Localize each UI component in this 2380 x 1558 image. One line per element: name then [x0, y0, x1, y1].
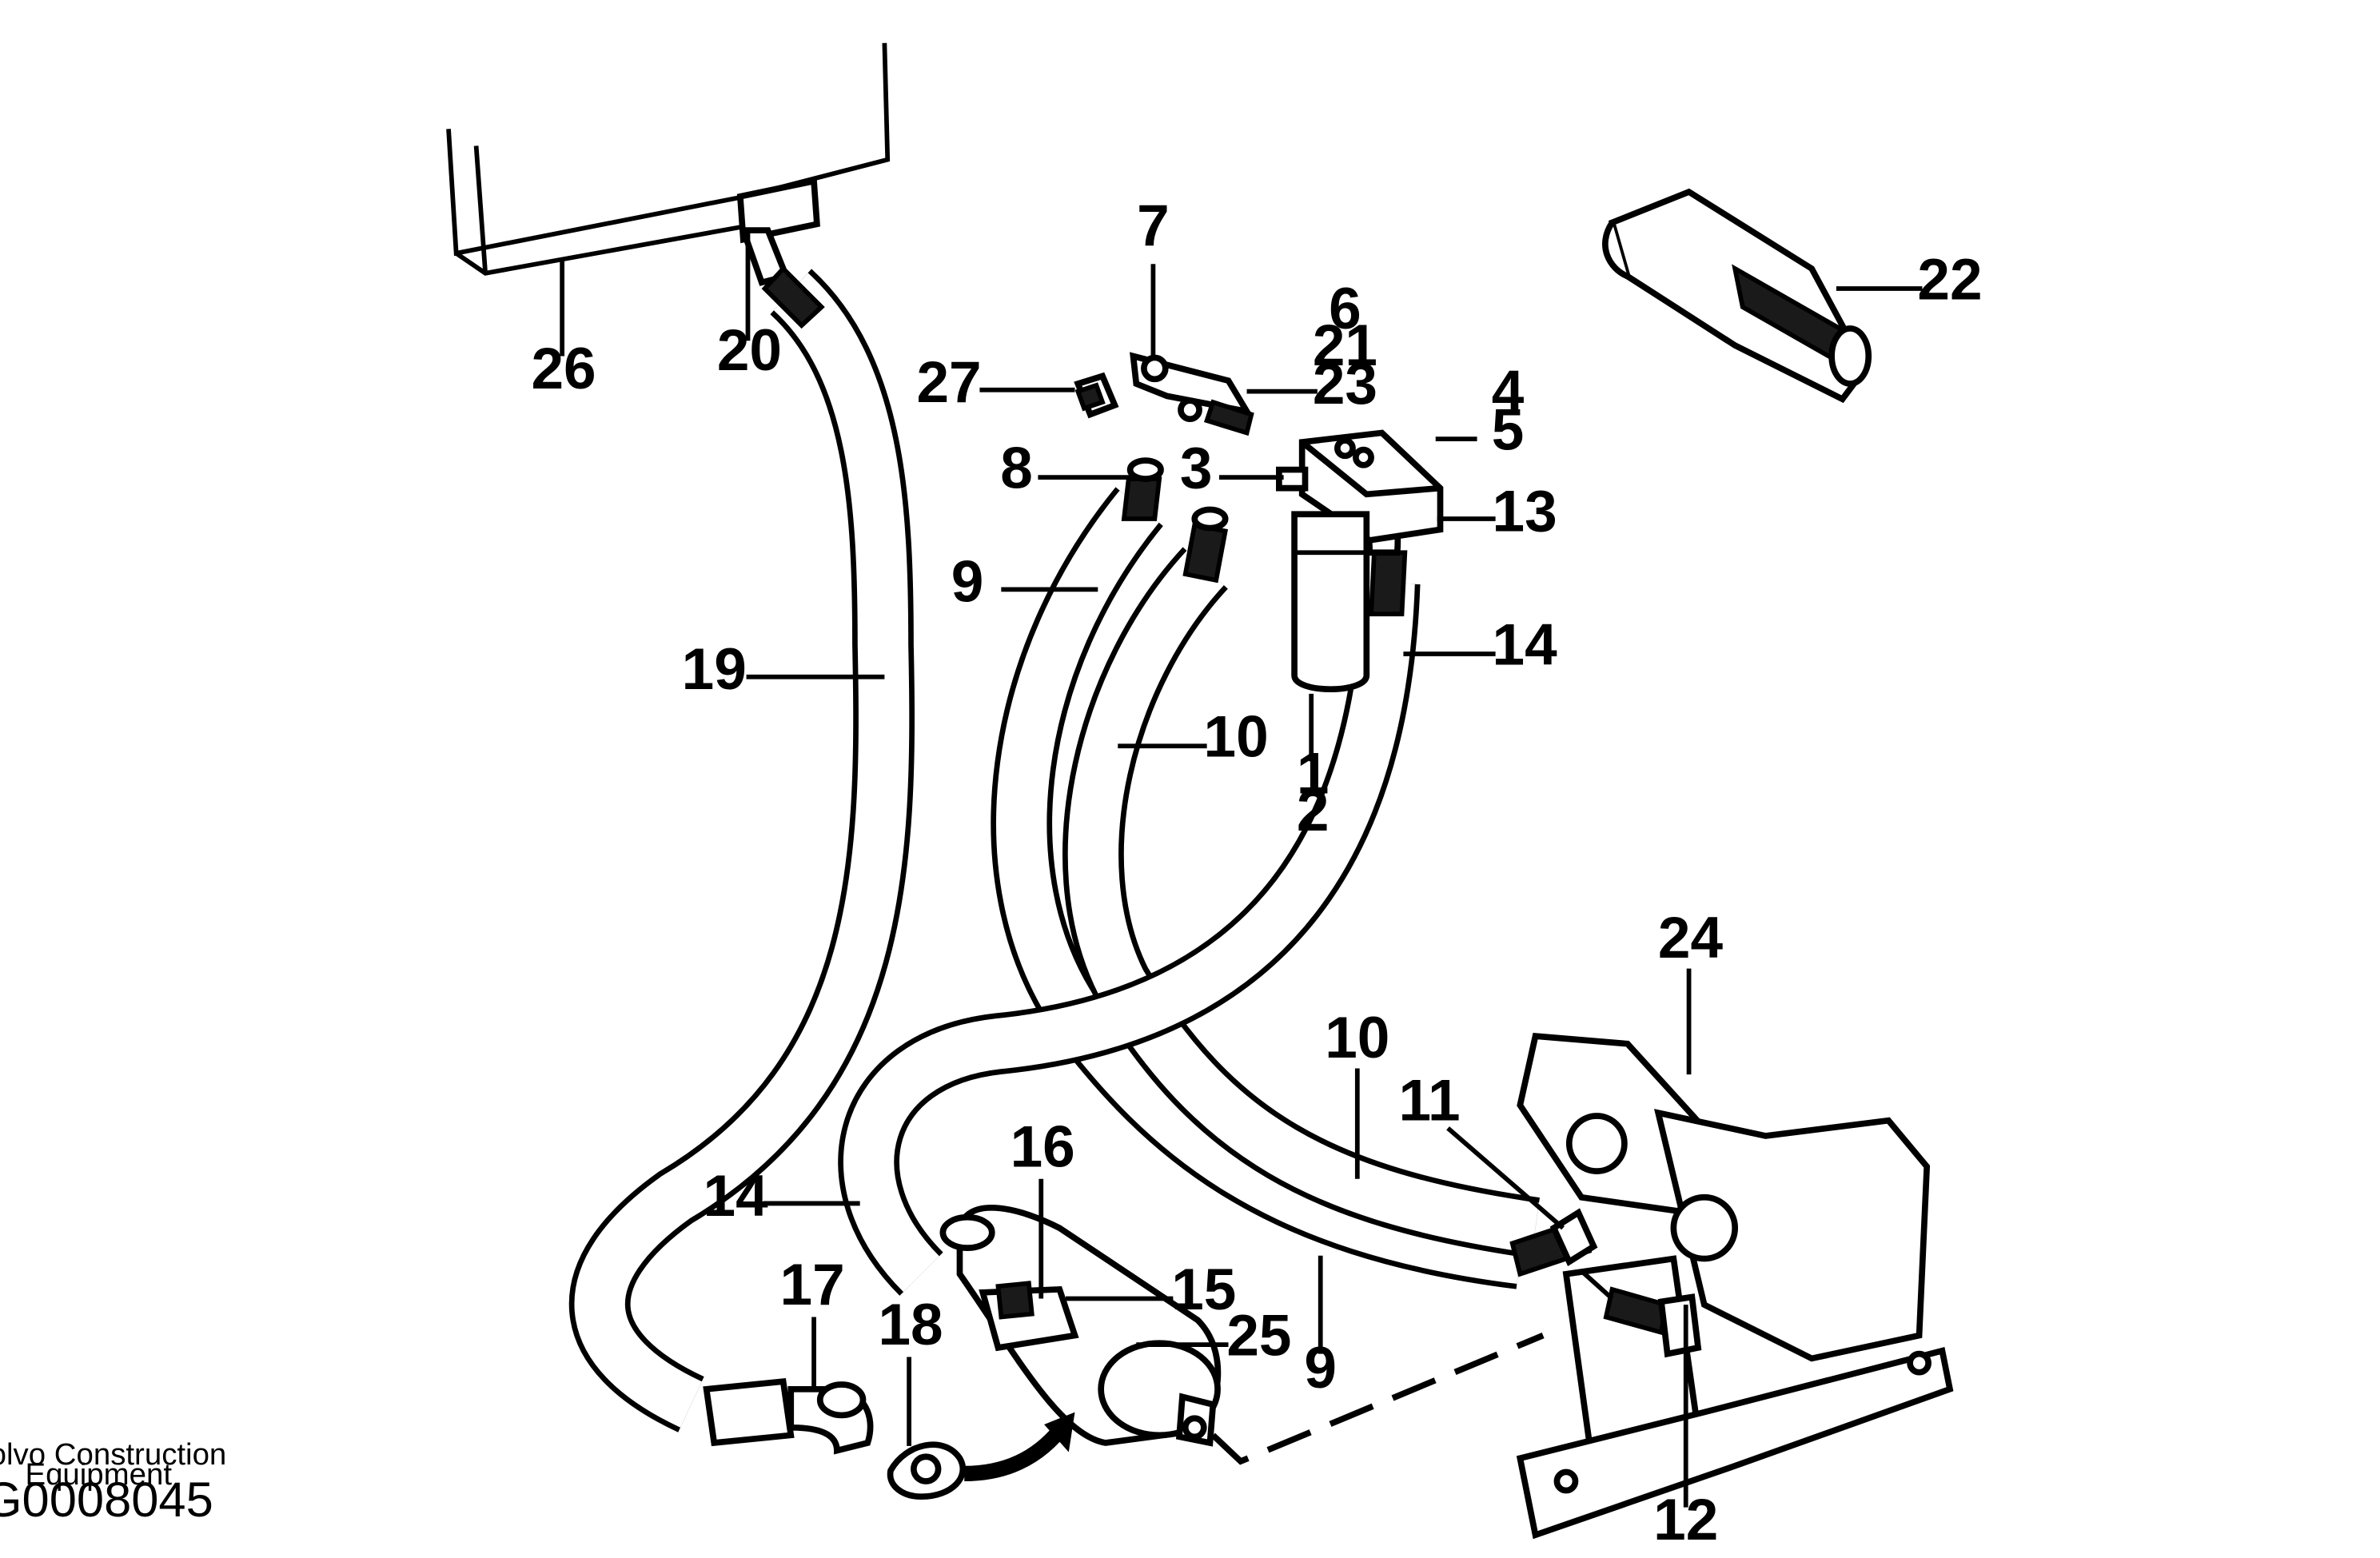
callout-18: 18 — [878, 1293, 943, 1357]
callout-17: 17 — [780, 1253, 845, 1317]
pump-24 — [1516, 1033, 1954, 1540]
fitting-11 — [1509, 1208, 1598, 1277]
credit-line-1: Volvo Construction — [0, 1437, 226, 1472]
filter-assembly — [1276, 429, 1444, 693]
callout-14-lower: 14 — [704, 1164, 769, 1229]
callout-22: 22 — [1917, 247, 1982, 312]
tank-fitting — [736, 177, 820, 286]
callout-4: 4 — [1492, 360, 1525, 424]
hose-14 — [838, 484, 1421, 1296]
plug-27 — [1074, 372, 1119, 419]
assembly-arrow — [964, 1412, 1075, 1481]
callout-14-top: 14 — [1493, 612, 1558, 677]
callout-9-top: 9 — [951, 550, 984, 615]
callout-9-lower: 9 — [1304, 1336, 1337, 1401]
callout-10-mid: 10 — [1204, 705, 1269, 770]
callout-12: 12 — [1653, 1488, 1718, 1552]
credit-line-2: Equipment — [25, 1457, 172, 1492]
fitting-12 — [1580, 1269, 1702, 1358]
callout-5: 5 — [1492, 398, 1525, 463]
callout-1: 1 — [1297, 742, 1330, 807]
callout-16: 16 — [1011, 1114, 1075, 1179]
callout-23: 23 — [1313, 352, 1377, 416]
callout-20: 20 — [717, 318, 782, 383]
hose-10 — [1062, 506, 1540, 1259]
leader-lines — [560, 230, 1923, 1508]
valve-25 — [939, 1204, 1222, 1447]
footer: Volvo Construction Equipment G0008045 — [0, 1437, 226, 1528]
callout-2: 2 — [1297, 779, 1330, 843]
tank — [446, 42, 891, 276]
drawing-code: G0008045 — [0, 1472, 213, 1528]
callout-labels: 26 20 19 27 7 6 21 23 4 5 8 3 13 9 14 10… — [531, 193, 1982, 1552]
clamp-18 — [887, 1441, 967, 1500]
callout-27: 27 — [916, 350, 981, 415]
elbow-fitting-17 — [703, 1377, 874, 1455]
callout-26: 26 — [531, 337, 596, 401]
hose-19 — [568, 265, 925, 1432]
callout-21: 21 — [1313, 313, 1377, 378]
callout-15: 15 — [1171, 1257, 1236, 1322]
callout-13: 13 — [1493, 479, 1557, 544]
dashed-connection-line — [1210, 1333, 1545, 1465]
quick-coupler-22 — [1602, 188, 1872, 404]
callout-8: 8 — [1000, 436, 1033, 501]
callout-6: 6 — [1329, 277, 1361, 341]
callout-11: 11 — [1398, 1069, 1460, 1134]
callout-24: 24 — [1658, 906, 1724, 970]
callout-19: 19 — [682, 637, 747, 702]
tee-connector-7 — [1130, 352, 1254, 436]
callout-7: 7 — [1137, 193, 1170, 258]
callout-25: 25 — [1226, 1304, 1291, 1369]
callout-10-lower: 10 — [1325, 1006, 1389, 1070]
callout-3: 3 — [1180, 436, 1213, 501]
